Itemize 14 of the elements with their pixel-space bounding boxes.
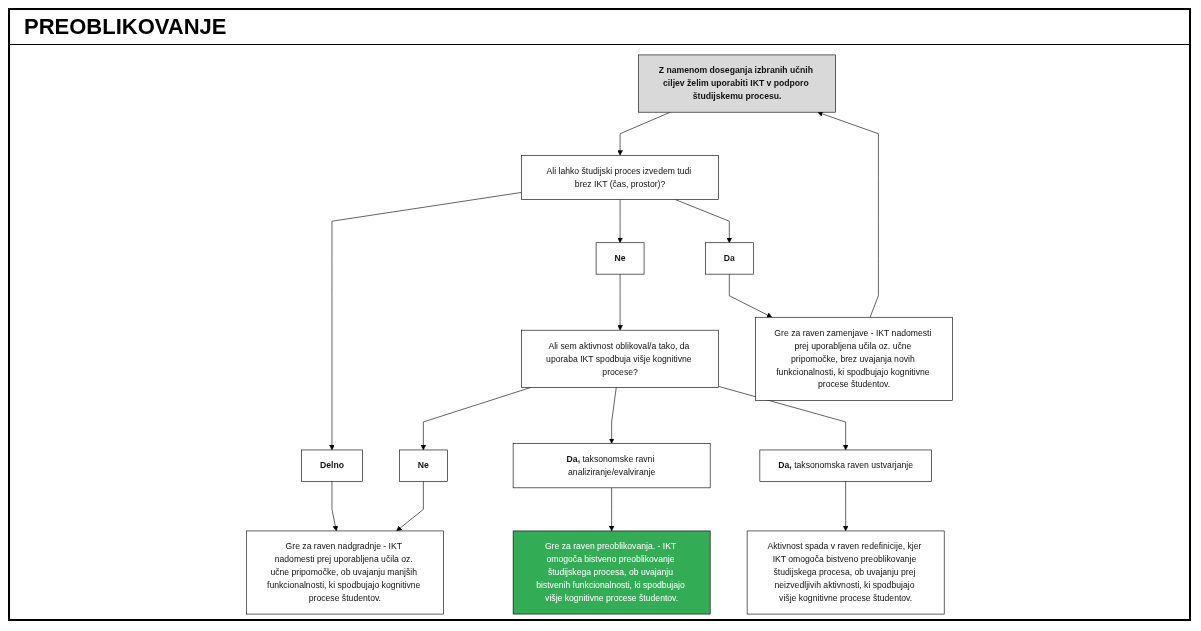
diagram-title: PREOBLIKOVANJE [10,10,1189,45]
node-box: Aktivnost spada v raven redefinicije, kjer IKT omogoča bistveno preoblikovanje študijskega procesa, ob uvajanju prej neizvedljivih aktivnosti, ki spodbujajo višje kognitivne procese študentov. [746,530,945,615]
node-box: Ne [399,449,448,482]
node-box: Delno [301,449,363,482]
node-box: Z namenom doseganja izbranih učnih ciljev želim uporabiti IKT v podporo študijskemu procesu. [638,54,836,113]
node-box: Da, taksonomska raven ustvarjanje [759,449,932,482]
node-box: Ali sem aktivnost oblikoval/a tako, da uporaba IKT spodbuja višje kognitivne procese? [521,329,719,388]
node-box: Ali lahko študijski proces izvedem tudi brez IKT (čas, prostor)? [521,155,719,200]
node-box: Gre za raven preoblikovanja. - IKT omogoča bistveno preoblikovanje študijskega procesa, ob uvajanju bistvenih funkcionalnosti, ki spodbujajo višje kognitivne procese študentov. [512,530,711,615]
node-box: Da, taksonomske ravni analiziranje/evalviranje [512,443,711,489]
node-box: Gre za raven nadgradnje - IKT nadomesti prej uporabljena učila oz. učne pripomočke, ob uvajanju manjših funkcionalnosti, ki spodbujajo kognitivne procese študentov. [246,530,444,615]
node-box: Ne [595,242,645,275]
node-box: Da [705,242,754,275]
node-box: Gre za raven zamenjave - IKT nadomesti prej uporabljena učila oz. učne pripomočke, brez uvajanja novih funkcionalnosti, ki spodbujajo kognitivne procese študentov. [755,316,953,401]
